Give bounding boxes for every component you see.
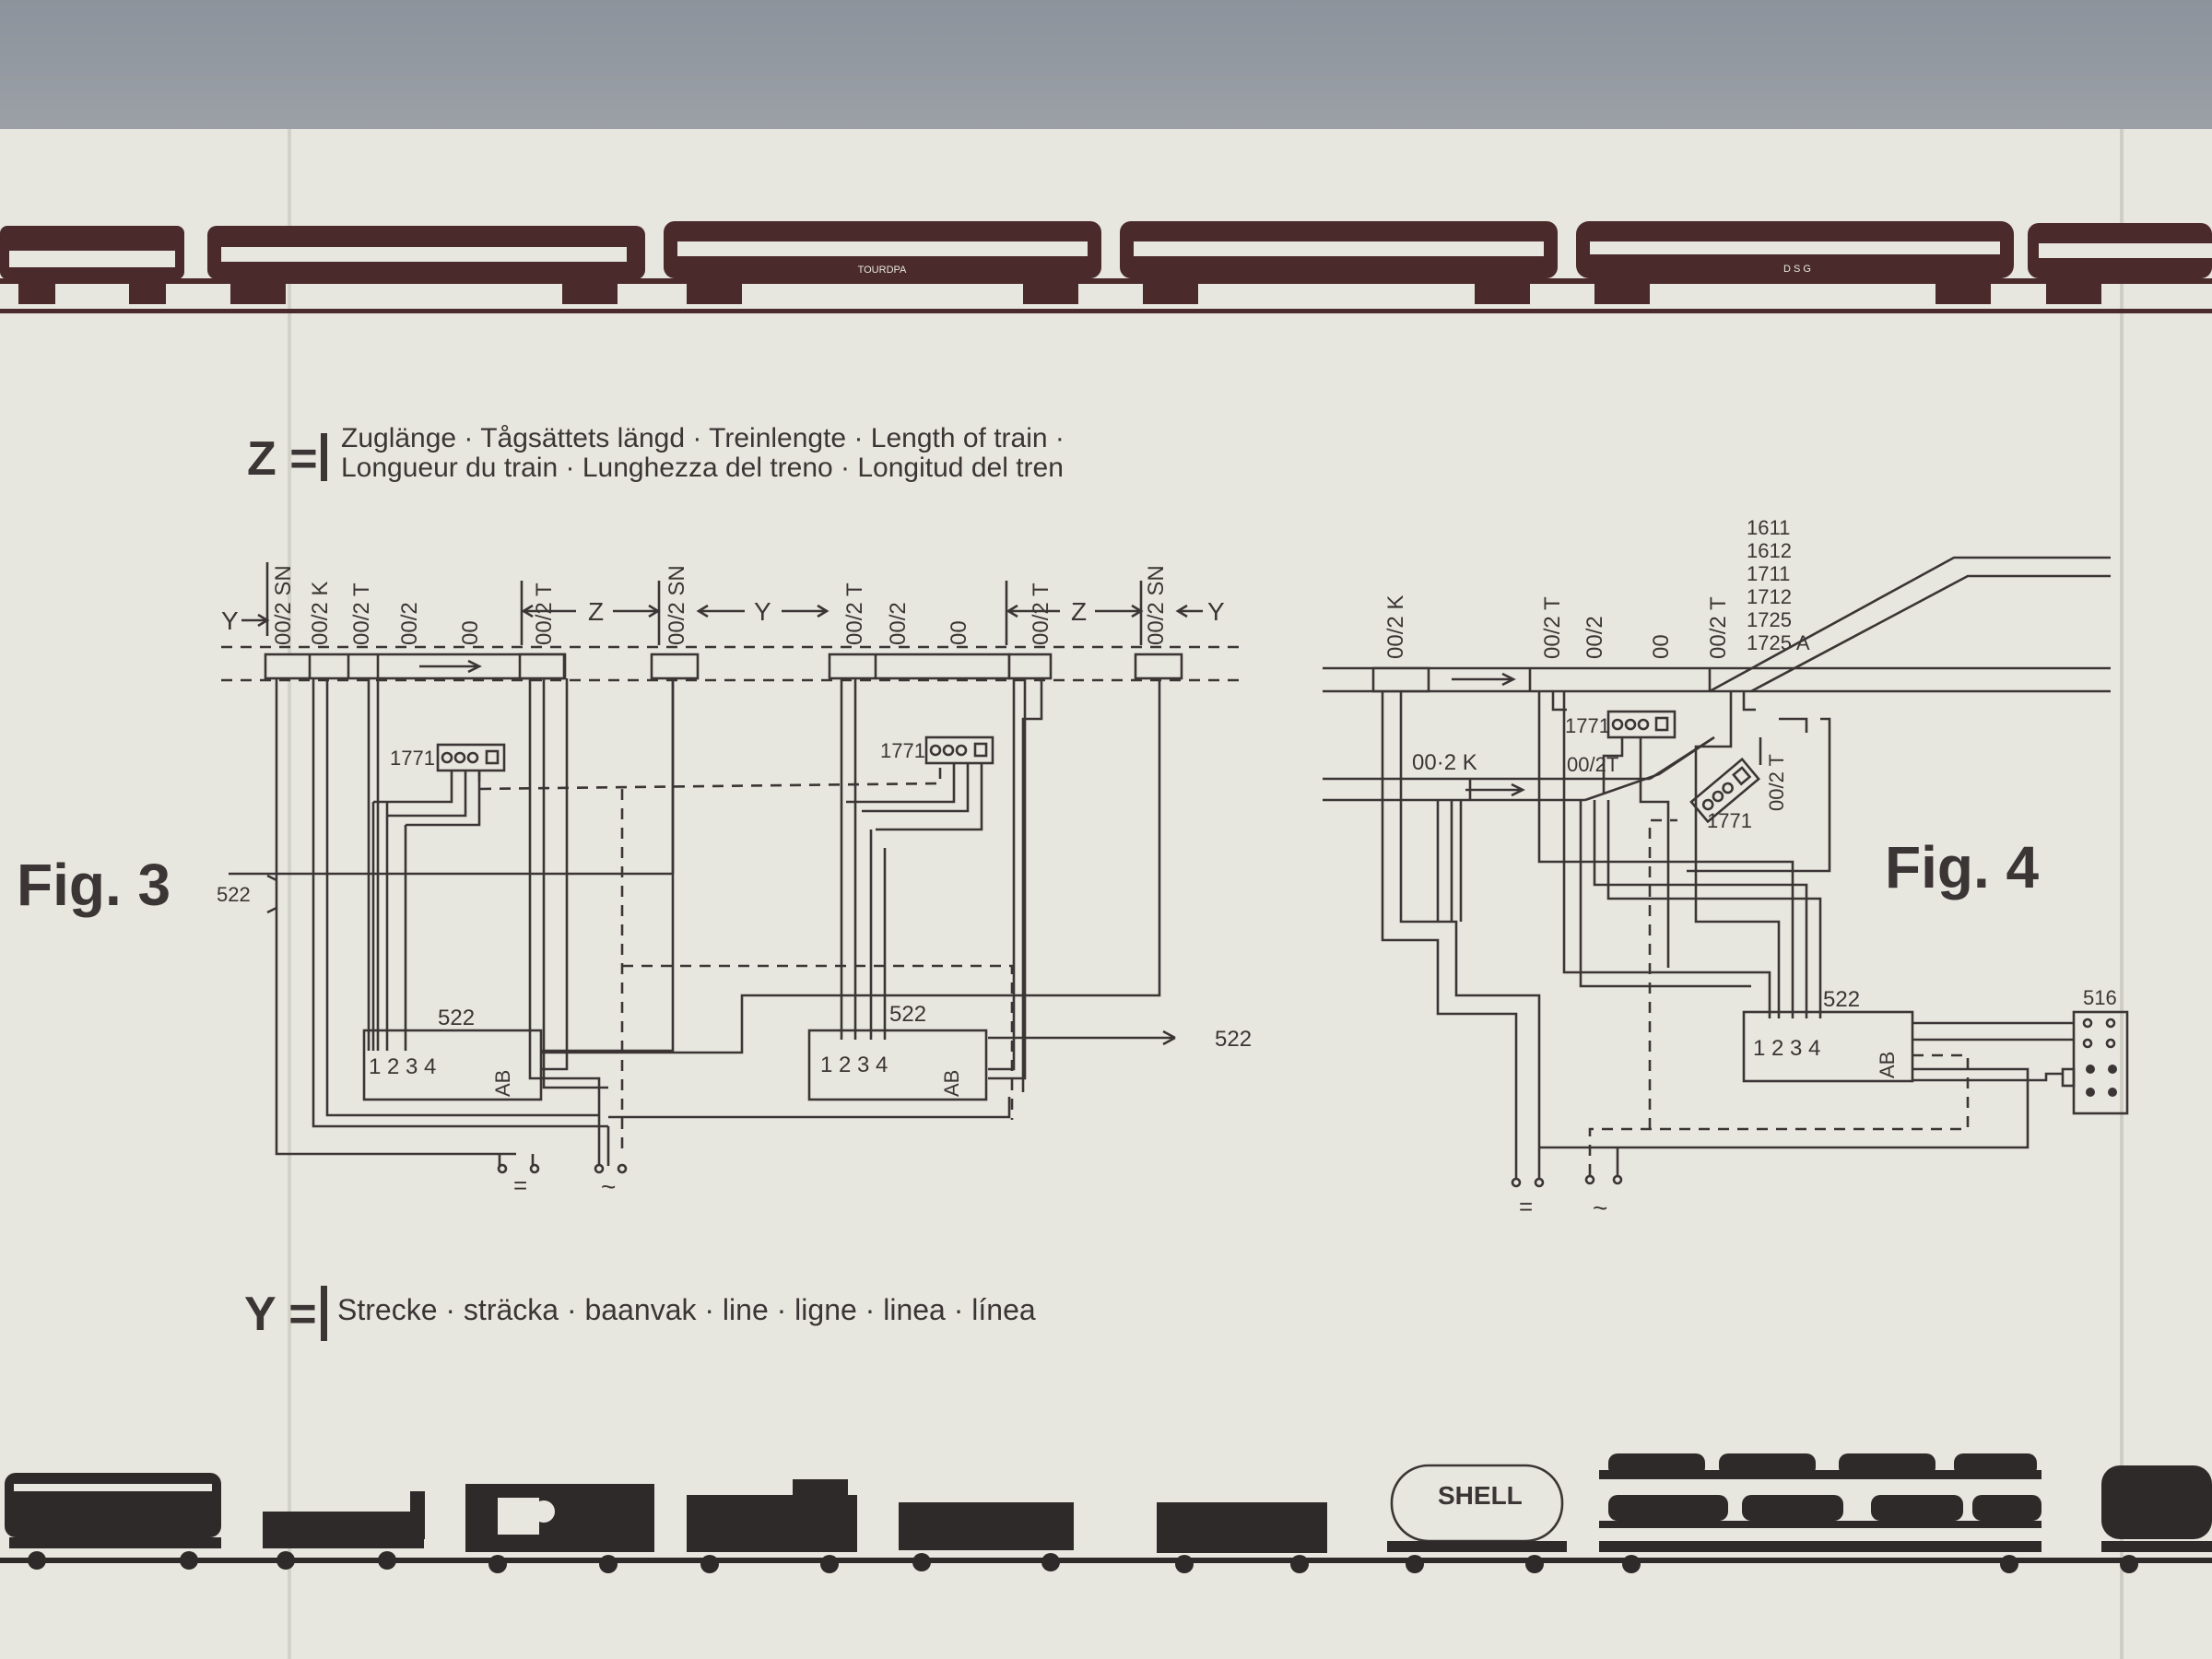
coach-4 [1120, 221, 1558, 304]
fig4: Fig. 4 00/2 K 00/2 T 00/2 00 00/2 T 1611… [1323, 516, 2129, 1222]
fig3-module-right: 522 1 2 3 4 AB [807, 1002, 988, 1101]
fig4-relay-top-label: 1771 [1565, 714, 1610, 737]
fig4-box-516: 516 [2061, 986, 2129, 1115]
fig4-siding-k: 00·2 K [1412, 750, 1477, 775]
coach-5-label: D S G [1783, 264, 1811, 275]
car-carrier [1599, 1453, 2041, 1552]
fig4-relay-diag [1689, 757, 1760, 824]
fig3-wires [229, 678, 1176, 1166]
background-surface [0, 0, 2212, 147]
fig4-part-1711: 1711 [1747, 562, 1790, 585]
coach-6 [2028, 223, 2212, 304]
fig3-dc-symbol: = [513, 1171, 527, 1199]
fig3-module-left-label: 522 [438, 1006, 475, 1030]
fig4-track: 00·2 K 00/2T [1323, 556, 2111, 802]
tank-car: SHELL [1387, 1464, 1567, 1552]
fig3-module-right-ab: AB [940, 1070, 963, 1097]
z-legend: Z = Zuglänge · Tågsättets längd · Treinl… [247, 423, 1065, 486]
freight-car-3 [465, 1484, 654, 1552]
coach-2 [207, 226, 645, 304]
fig4-label-00: 00 [1649, 634, 1674, 659]
fig3-relay-left-label: 1771 [390, 747, 435, 770]
fig3-label-sn-left: 00/2 SN [271, 565, 296, 645]
fig4-diag-t: 00/2 T [1765, 754, 1788, 811]
fig4-label-002: 00/2 [1583, 616, 1607, 659]
tank-car-label: SHELL [1438, 1481, 1523, 1510]
fig4-relay-diag-label: 1771 [1707, 809, 1752, 832]
fig3-relay-right-label: 1771 [880, 739, 925, 762]
fig3-label-sn-right: 00/2 SN [1144, 565, 1169, 645]
fig4-label-t1: 00/2 T [1540, 596, 1565, 659]
fig3-module-left-terminals: 1 2 3 4 [369, 1054, 436, 1079]
coach-5: D S G [1576, 221, 2014, 304]
fig3-label-002-left: 00/2 [397, 602, 422, 645]
freight-car-1 [5, 1473, 221, 1548]
fig3-label-t-left: 00/2 T [349, 582, 374, 645]
fig3-relay-right: 1771 [880, 735, 994, 765]
z-definition-line1: Zuglänge · Tågsättets längd · Treinlengt… [341, 423, 1065, 453]
fig3-z-left: Z [588, 597, 604, 626]
fig3-track [221, 645, 1240, 682]
fig4-wires [1381, 691, 2074, 1180]
fig4-module-label: 522 [1823, 987, 1860, 1012]
fig4-label-t2: 00/2 T [1706, 596, 1731, 659]
fig4-label-k: 00/2 K [1383, 595, 1408, 659]
fig3-output-left: 522 [217, 883, 251, 906]
fig3-module-left: 522 1 2 3 4 AB [362, 1006, 543, 1101]
fig4-box-516-label: 516 [2083, 986, 2117, 1009]
freight-car-5 [899, 1502, 1074, 1550]
fig3-label-sn-mid: 00/2 SN [665, 565, 689, 645]
fig3-module-right-label: 522 [889, 1002, 926, 1027]
fig3-label-k: 00/2 K [308, 582, 333, 645]
fig4-dc-symbol: = [1519, 1193, 1533, 1220]
fig3-output-right: 522 [1215, 1027, 1252, 1052]
freight-car-4 [687, 1479, 857, 1552]
y-definition: Strecke · sträcka · baanvak · line · lig… [337, 1293, 1036, 1326]
freight-wheels [28, 1551, 2138, 1573]
fig3-label-t-right1: 00/2 T [842, 582, 867, 645]
fig4-branch-parts: 1611 1612 1711 1712 1725 1725 A [1747, 516, 1810, 654]
coach-1 [0, 226, 184, 304]
fig3-label-t-right2: 00/2 T [1029, 582, 1053, 645]
z-symbol: Z = [247, 432, 318, 486]
freight-car-last [2101, 1465, 2212, 1552]
fig4-module-terminals: 1 2 3 4 [1753, 1036, 1820, 1061]
passenger-train-illustration: TOURDPA D S G [0, 221, 2212, 313]
coach-3: TOURDPA [664, 221, 1101, 304]
fig3-label-00-left: 00 [458, 620, 483, 645]
fig3-label-t-mid: 00/2 T [532, 582, 557, 645]
fig3: Fig. 3 00/2 SN 00/2 K 00/2 T 00/2 00 00/… [17, 562, 1252, 1201]
fig3-y-left: Y [221, 606, 239, 635]
fig3-y-mid: Y [754, 597, 771, 626]
fig3-module-right-terminals: 1 2 3 4 [820, 1053, 888, 1077]
fig4-part-1612: 1612 [1747, 539, 1792, 562]
fig4-title: Fig. 4 [1885, 834, 2040, 900]
fig4-module: 522 1 2 3 4 AB [1742, 987, 1914, 1083]
coach-3-label: TOURDPA [858, 265, 907, 276]
fig3-relay-left: 1771 [390, 743, 506, 772]
freight-car-2 [263, 1491, 425, 1548]
fig4-module-ab: AB [1876, 1052, 1899, 1078]
fig3-module-left-ab: AB [491, 1070, 514, 1097]
z-definition-line2: Longueur du train · Lunghezza del treno … [341, 453, 1064, 483]
fig3-ac-symbol: ~ [601, 1172, 616, 1201]
fig3-z-right: Z [1071, 597, 1087, 626]
fig4-ac-symbol: ~ [1593, 1194, 1607, 1222]
y-symbol: Y = [244, 1288, 317, 1341]
fig4-relay-top: 1771 [1565, 710, 1677, 739]
fig3-label-002-right: 00/2 [886, 602, 911, 645]
freight-car-6 [1157, 1502, 1327, 1553]
y-legend: Y = Strecke · sträcka · baanvak · line ·… [244, 1286, 1036, 1341]
fig3-label-00-right: 00 [947, 620, 971, 645]
freight-train-illustration: SHELL [0, 1453, 2212, 1573]
fig3-title: Fig. 3 [17, 852, 171, 918]
fig4-part-1712: 1712 [1747, 585, 1792, 608]
paper-fold-right [2120, 129, 2124, 1659]
fig4-part-1725: 1725 [1747, 608, 1792, 631]
fig3-y-right: Y [1207, 597, 1225, 626]
paper-fold-left [288, 129, 291, 1659]
fig4-part-1611: 1611 [1747, 516, 1790, 539]
